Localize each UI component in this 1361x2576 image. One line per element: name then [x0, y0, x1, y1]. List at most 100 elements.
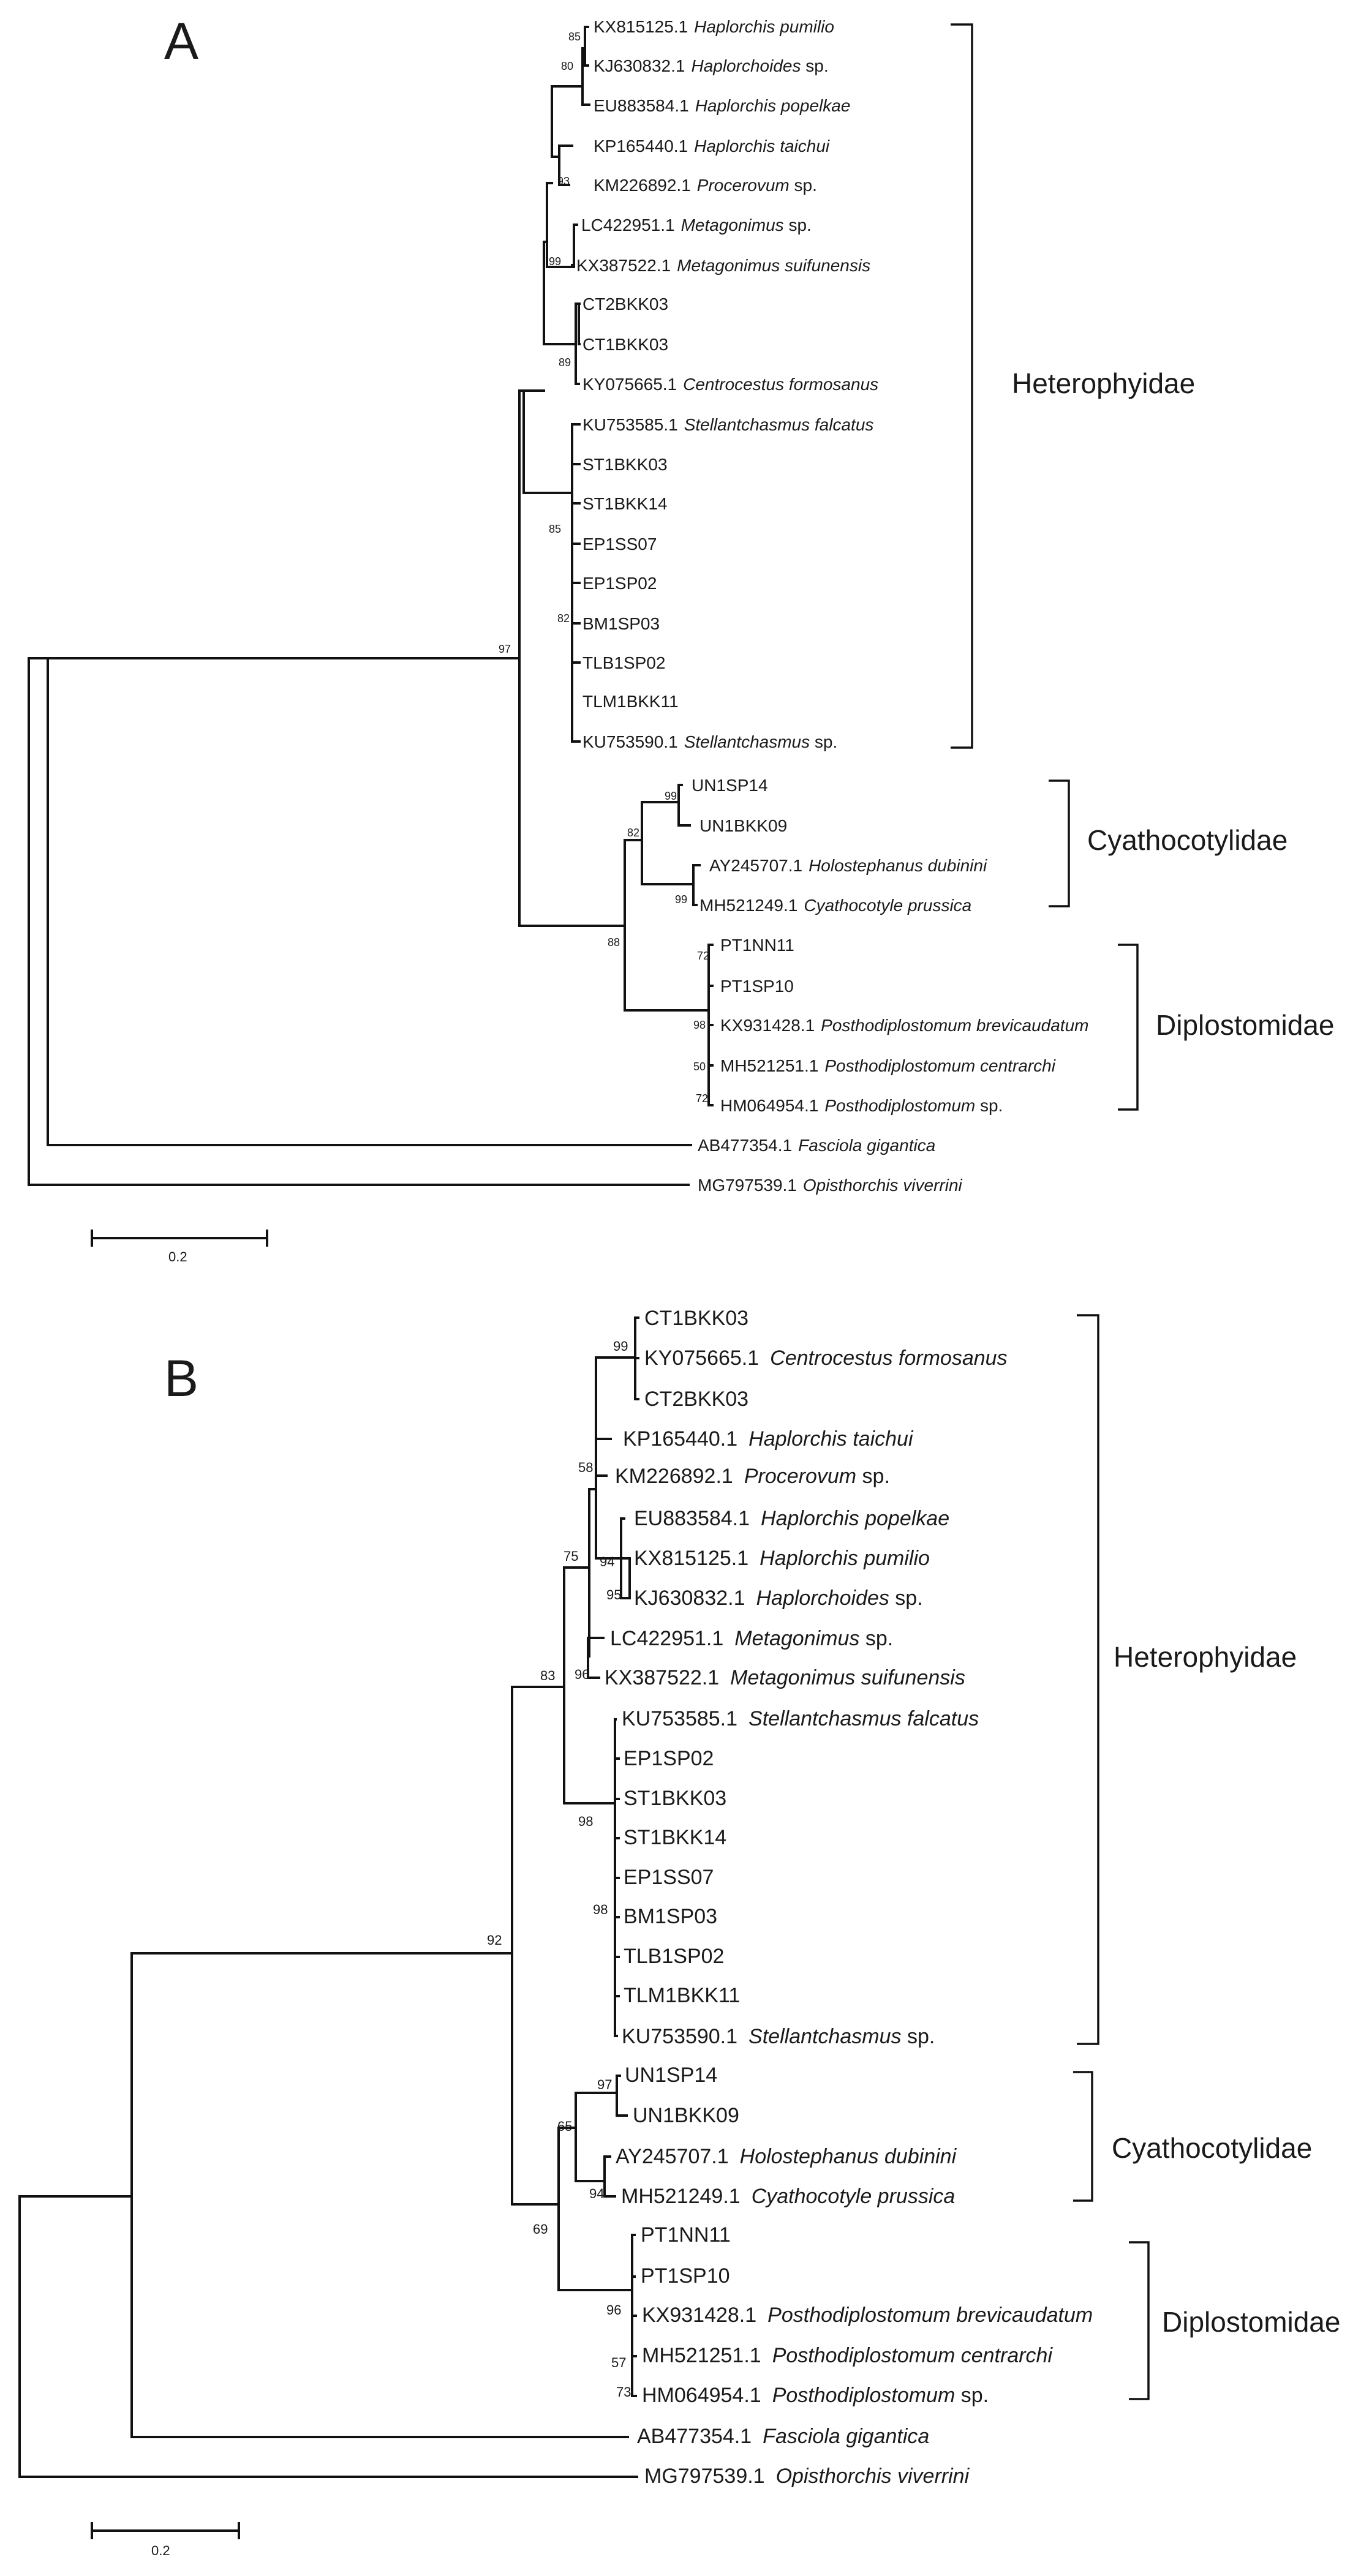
bootstrap-label: 97: [499, 643, 511, 655]
taxon-label: EP1SP02: [582, 574, 657, 593]
family-label-diplostomidae: Diplostomidae: [1162, 2306, 1340, 2338]
taxon-label: PT1NN11: [641, 2223, 731, 2247]
clade-bracket: [1049, 779, 1070, 907]
branch: [641, 801, 695, 885]
bootstrap-label: 75: [564, 1549, 578, 1564]
taxon-label: UN1SP14: [625, 2063, 717, 2087]
panel-a: A: [28, 12, 1334, 1264]
bootstrap-label: 94: [589, 2186, 604, 2201]
bootstrap-label: 85: [549, 523, 561, 535]
clade-bracket: [1077, 1314, 1099, 2045]
bootstrap-label: 82: [627, 827, 639, 839]
bootstrap-label: 99: [665, 790, 677, 802]
taxon-label: PT1SP10: [641, 2264, 730, 2288]
branch: [614, 1757, 620, 1997]
branch: [595, 1438, 612, 1477]
taxon-label: TLB1SP02: [582, 653, 665, 672]
panel-b-bootstrap-values: 99 58 94 95 96 75 83 98 98 92 97 65 94 6…: [487, 1339, 631, 2400]
taxon-label: BM1SP03: [624, 1905, 717, 1928]
panel-a-scale-bar: 0.2: [91, 1230, 268, 1264]
taxon-label: TLM1BKK11: [624, 1984, 740, 2007]
branch: [603, 2155, 616, 2198]
branch: [546, 182, 575, 268]
branch: [511, 1686, 565, 2206]
bootstrap-label: 89: [559, 356, 571, 369]
bootstrap-label: 95: [606, 1587, 621, 1602]
bootstrap-label: 99: [549, 255, 561, 268]
taxon-label: UN1BKK09: [633, 2104, 739, 2127]
bootstrap-label: 50: [693, 1061, 706, 1073]
bootstrap-label: 99: [675, 893, 687, 906]
bootstrap-label: 99: [613, 1339, 628, 1354]
branch: [571, 463, 581, 702]
branch: [28, 657, 690, 1186]
clade-bracket: [951, 23, 973, 749]
bootstrap-label: 96: [575, 1667, 589, 1682]
panel-a-branches: [28, 26, 714, 1186]
taxon-label: EP1SS07: [582, 535, 657, 554]
taxon-label: TLB1SP02: [624, 1945, 724, 1968]
bootstrap-label: 93: [557, 175, 570, 187]
panel-b-scale-bar: 0.2: [91, 2522, 240, 2558]
branch: [624, 839, 710, 1012]
bootstrap-label: 97: [597, 2077, 612, 2092]
branch: [692, 864, 701, 906]
taxon-label: ST1BKK14: [624, 1826, 726, 1849]
taxon-label: EP1SS07: [624, 1866, 714, 1889]
branch: [522, 389, 573, 494]
panel-a-clade-brackets: Heterophyidae Cyathocotylidae Diplostomi…: [951, 23, 1334, 1111]
bootstrap-label: 94: [600, 1554, 614, 1569]
branch: [571, 223, 578, 266]
branch: [584, 26, 589, 67]
taxon-label: CT2BKK03: [644, 1388, 748, 1411]
branch: [707, 1024, 714, 1106]
bootstrap-label: 82: [557, 612, 570, 625]
branch: [620, 1517, 631, 1599]
taxon-label: PT1SP10: [720, 977, 794, 996]
bootstrap-label: 69: [533, 2221, 548, 2237]
bootstrap-label: 88: [608, 936, 620, 948]
bootstrap-label: 65: [557, 2119, 572, 2134]
bootstrap-label: 72: [697, 950, 709, 962]
panel-b: B: [18, 1307, 1340, 2558]
scale-bar-label: 0.2: [151, 2543, 170, 2558]
bootstrap-label: 58: [578, 1460, 593, 1475]
taxon-label: ST1BKK14: [582, 494, 668, 513]
branch: [677, 784, 691, 827]
bootstrap-label: 83: [540, 1668, 555, 1683]
taxon-label: BM1SP03: [582, 614, 660, 633]
branch: [47, 657, 692, 1146]
clade-bracket: [1118, 944, 1139, 1111]
family-label-cyathocotylidae: Cyathocotylidae: [1087, 824, 1287, 856]
bootstrap-label: 85: [568, 31, 581, 43]
bootstrap-label: 98: [578, 1814, 593, 1829]
taxon-label: UN1SP14: [692, 776, 768, 795]
branch: [575, 2092, 618, 2182]
